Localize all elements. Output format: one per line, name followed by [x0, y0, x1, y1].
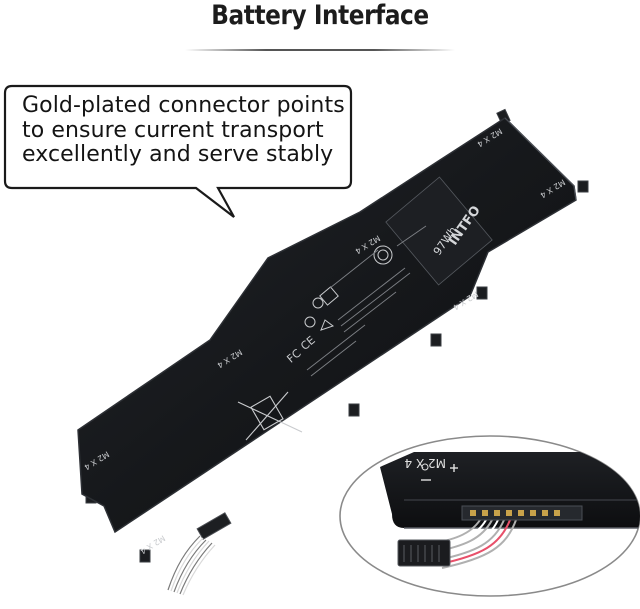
callout-line: excellently and serve stably [22, 142, 334, 167]
battery-label-area: INTFO 97Wh [385, 176, 493, 286]
connector-housing [196, 512, 232, 540]
info-box [385, 176, 493, 286]
inset-polarity [421, 464, 458, 481]
title-divider [185, 49, 455, 51]
battery-pack: INTFO 97Wh FC CE [77, 108, 589, 596]
screw-mark-text: M2 X 4 [138, 533, 166, 555]
callout-text: Gold-plated connector points to ensure c… [22, 93, 362, 168]
callout-bubble [3, 84, 353, 218]
fine-print-line [343, 291, 397, 333]
battery-edge-highlight [504, 117, 577, 201]
zoom-inset: M2 X 4 [339, 435, 640, 597]
fine-print-line [337, 267, 406, 321]
callout-line: to ensure current transport [22, 117, 324, 143]
battery-connector [167, 512, 232, 596]
callout-line: Gold-plated connector points [22, 93, 345, 118]
inset-connector-pins [403, 545, 440, 562]
ribbon-cable [167, 535, 216, 596]
page-title: Battery Interface [211, 0, 429, 31]
warning-triangle-icon [320, 319, 335, 331]
crossed-bin-icon [237, 391, 303, 441]
screw-hole-icon [421, 463, 429, 471]
mounting-tab [476, 286, 488, 300]
inset-screw-mark: M2 X 4 [405, 456, 446, 470]
fine-print-line [310, 340, 357, 377]
mounting-tab [430, 333, 442, 347]
mounting-tab [348, 403, 360, 417]
mounting-tab [139, 549, 151, 563]
mounting-tab [577, 180, 589, 193]
certification-seal-icon [373, 245, 393, 265]
info-mark-icon [312, 297, 324, 309]
prohibition-mark-icon [304, 316, 316, 328]
fine-print-line [396, 225, 427, 247]
recycle-mark-icon [319, 286, 339, 306]
fine-print-line [340, 272, 411, 327]
inset-gold-pins [470, 510, 560, 516]
fine-print [306, 225, 427, 377]
certification-seal-inner-icon [377, 249, 389, 261]
fine-print-line [306, 324, 366, 371]
fine-print-line [329, 249, 379, 289]
